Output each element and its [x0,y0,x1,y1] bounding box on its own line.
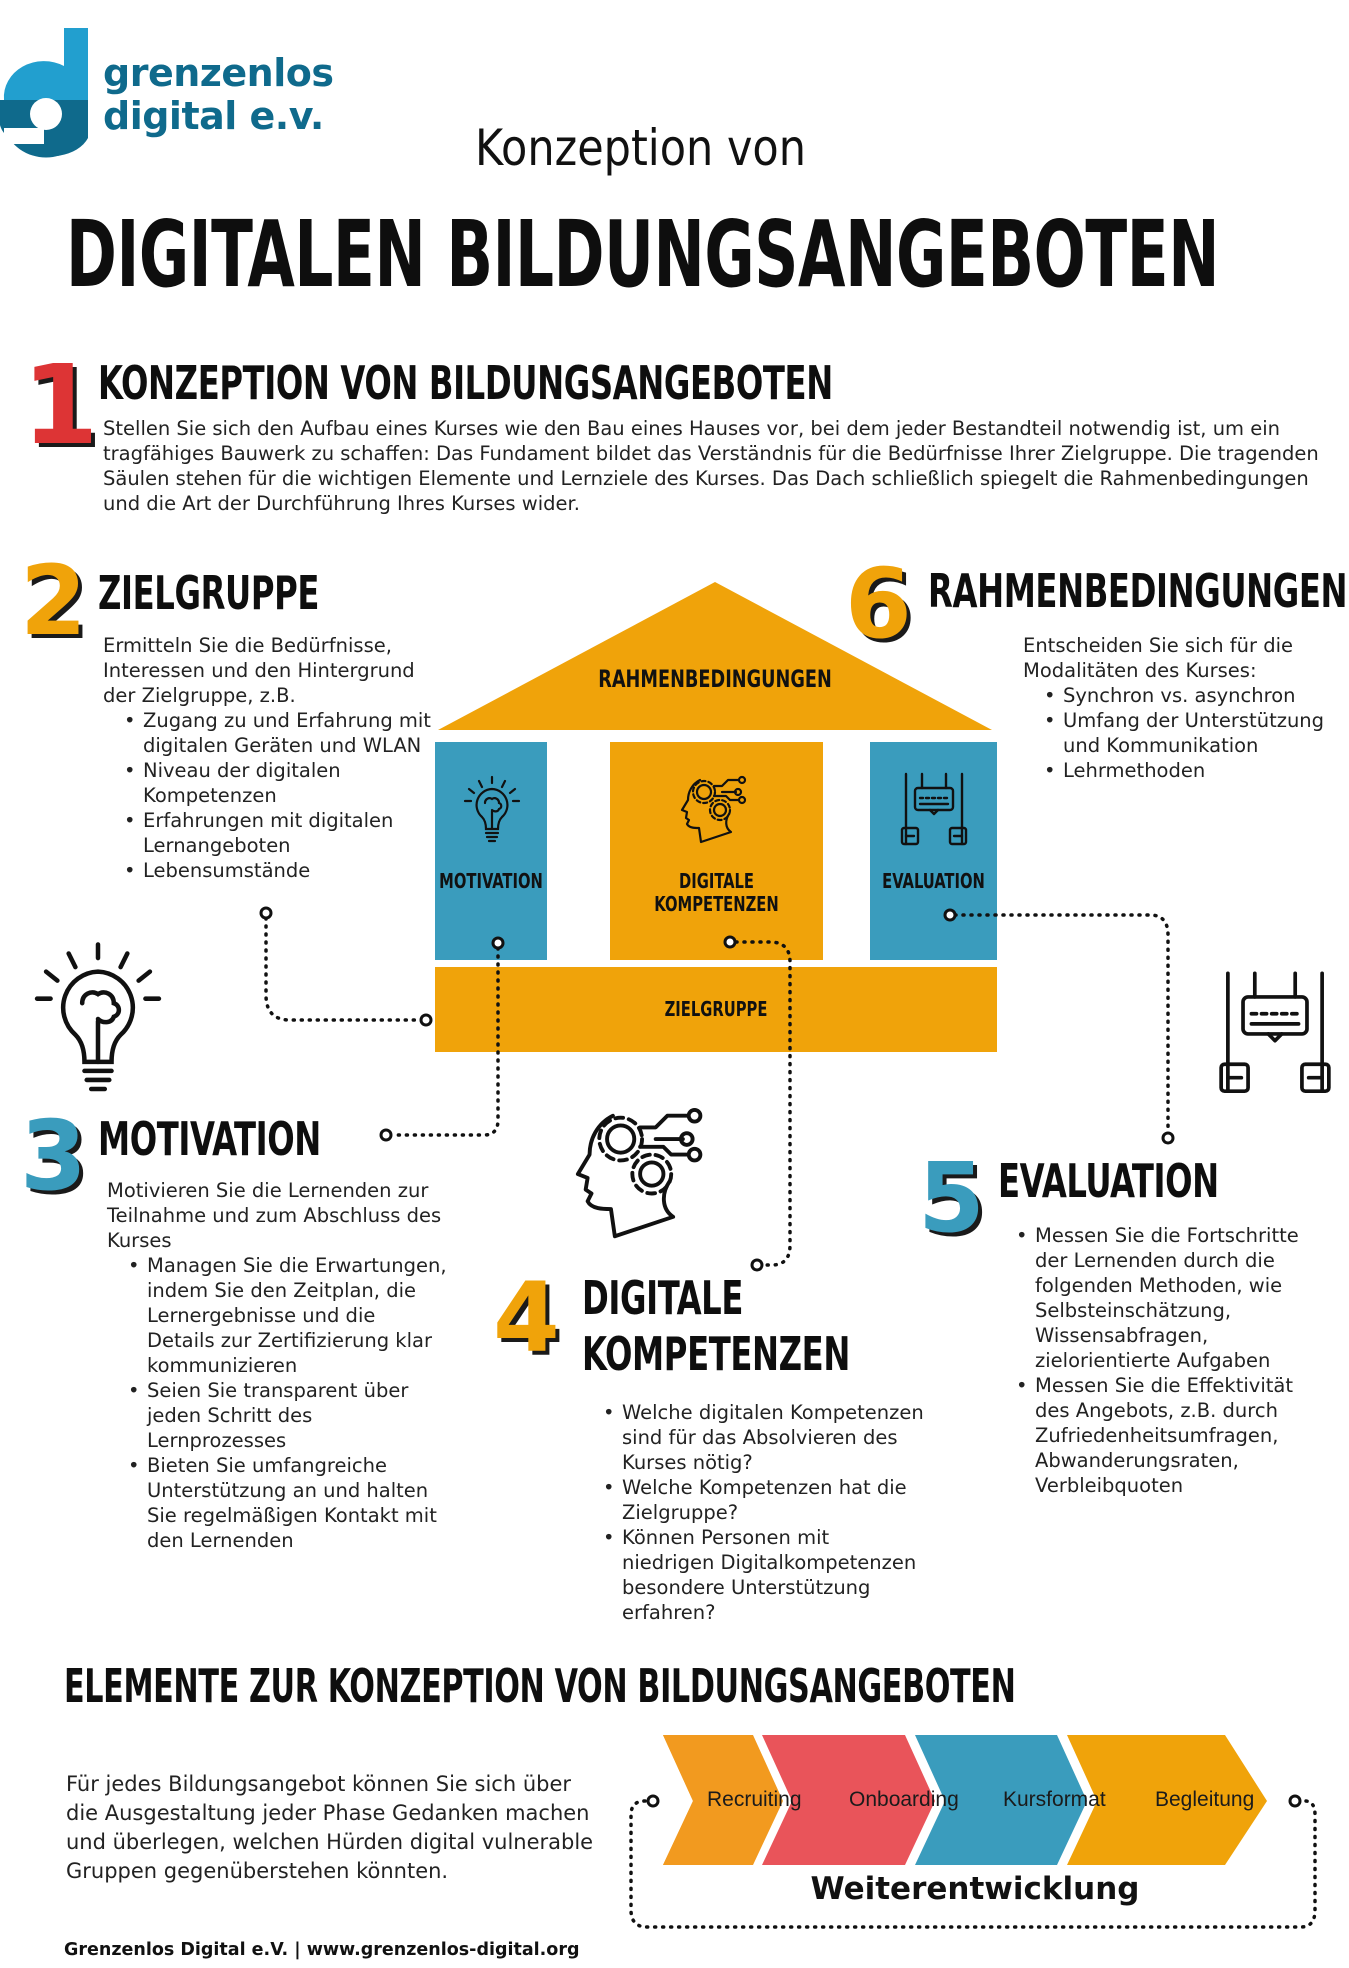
phase-onboarding: Onboarding [849,1788,959,1811]
section-3-bullets: Managen Sie die Erwartungen, indem Sie d… [107,1253,447,1553]
head-gears-icon [575,1107,703,1239]
section-1-number: 1 [22,341,99,469]
logo-text-line1: grenzenlos [103,51,334,95]
bullet-item: Können Personen mit niedrigen Digitalkom… [603,1525,927,1625]
footer-text: Grenzenlos Digital e.V. | www.grenzenlos… [64,1940,580,1960]
section-6-heading: RAHMENBEDINGUNGEN [928,564,1348,618]
bullet-item: Messen Sie die Effektivität des Angebots… [1016,1373,1325,1498]
section-5-heading: EVALUATION [998,1154,1219,1208]
section-5-number: 5 [918,1142,985,1254]
bullet-item: Zugang zu und Erfahrung mit digitalen Ge… [124,708,433,758]
section-2-heading: ZIELGRUPPE [98,566,320,620]
section-3-body: Motivieren Sie die Lernenden zur Teilnah… [107,1178,447,1553]
loop-label: Weiterentwicklung [810,1871,1140,1907]
lightbulb-brain-icon [34,942,162,1092]
section-4-heading: DIGITALE KOMPETENZEN [582,1271,850,1381]
house-roof [438,582,992,730]
bullet-item: Erfahrungen mit digitalen Lernangeboten [124,808,433,858]
loop-frame [629,1735,1317,1929]
logo: grenzenlos digital e.v. [0,28,340,173]
rating-board-icon [1219,971,1331,1094]
pillar-digitale-kompetenzen: DIGITALE KOMPETENZEN [610,742,823,960]
elements-heading: ELEMENTE ZUR KONZEPTION VON BILDUNGSANGE… [64,1659,1016,1713]
section-2-bullets: Zugang zu und Erfahrung mit digitalen Ge… [103,708,433,883]
phase-kursformat: Kursformat [1003,1788,1106,1811]
rating-board-icon [900,772,968,846]
section-4-body: Welche digitalen Kompetenzen sind für da… [582,1400,927,1625]
section-5-body: Messen Sie die Fortschritte der Lernende… [995,1223,1325,1498]
elements-text: Für jedes Bildungsangebot können Sie sic… [66,1772,594,1883]
bullet-item: Synchron vs. asynchron [1044,683,1343,708]
bullet-item: Lebensumstände [124,858,433,883]
pillar-label-motivation: MOTIVATION [439,869,543,893]
phase-begleitung: Begleitung [1155,1788,1255,1811]
bullet-item: Welche Kompetenzen hat die Zielgruppe? [603,1475,927,1525]
section-6-bullets: Synchron vs. asynchron Umfang der Unters… [1023,683,1343,783]
logo-text-line2: digital e.v. [103,94,324,138]
section-2-body: Ermitteln Sie die Bedürfnisse, Interesse… [103,633,433,883]
process-flow: Recruiting Onboarding Kursformat Begleit… [625,1735,1325,1935]
section-4-number: 4 [493,1262,560,1374]
house-diagram: RAHMENBEDINGUNGEN MOTIVATION DIGITALE KO… [430,580,1010,1060]
section-6-number: 6 [845,548,912,660]
pillar-motivation: MOTIVATION [435,742,547,960]
bullet-item: Welche digitalen Kompetenzen sind für da… [603,1400,927,1475]
bullet-item: Messen Sie die Fortschritte der Lernende… [1016,1223,1325,1373]
bullet-item: Managen Sie die Erwartungen, indem Sie d… [128,1253,447,1378]
section-4-bullets: Welche digitalen Kompetenzen sind für da… [582,1400,927,1625]
bullet-item: Seien Sie transparent über jeden Schritt… [128,1378,447,1453]
page-title: DIGITALEN BILDUNGSANGEBOTEN [66,201,1220,308]
section-2-intro: Ermitteln Sie die Bedürfnisse, Interesse… [103,634,415,707]
pillar-label-digitale: DIGITALE KOMPETENZEN [654,869,779,916]
section-3-number: 3 [20,1100,87,1212]
house-foundation: ZIELGRUPPE [435,967,997,1052]
section-3-heading: MOTIVATION [98,1112,321,1166]
section-2-number: 2 [20,545,87,657]
section-3-intro: Motivieren Sie die Lernenden zur Teilnah… [107,1179,442,1252]
lightbulb-brain-icon [463,775,521,843]
head-gears-icon [680,775,747,844]
pillar-evaluation: EVALUATION [870,742,997,960]
section-1-text: Stellen Sie sich den Aufbau eines Kurses… [103,417,1319,515]
roof-label: RAHMENBEDINGUNGEN [598,665,832,693]
bullet-item: Umfang der Unterstützung und Kommunikati… [1044,708,1343,758]
bullet-item: Niveau der digitalen Kompetenzen [124,758,433,808]
section-1-heading: KONZEPTION VON BILDUNGSANGEBOTEN [98,356,833,410]
logo-mark-icon [0,28,88,158]
section-6-body: Entscheiden Sie sich für die Modalitäten… [1023,633,1343,783]
bullet-item: Lehrmethoden [1044,758,1343,783]
foundation-label: ZIELGRUPPE [664,997,768,1021]
bullet-item: Bieten Sie umfangreiche Unterstützung an… [128,1453,447,1553]
section-6-intro: Entscheiden Sie sich für die Modalitäten… [1023,634,1293,682]
phase-recruiting: Recruiting [707,1788,802,1811]
page-subtitle: Konzeption von [475,119,806,177]
pillar-label-evaluation: EVALUATION [882,869,985,893]
section-5-bullets: Messen Sie die Fortschritte der Lernende… [995,1223,1325,1498]
